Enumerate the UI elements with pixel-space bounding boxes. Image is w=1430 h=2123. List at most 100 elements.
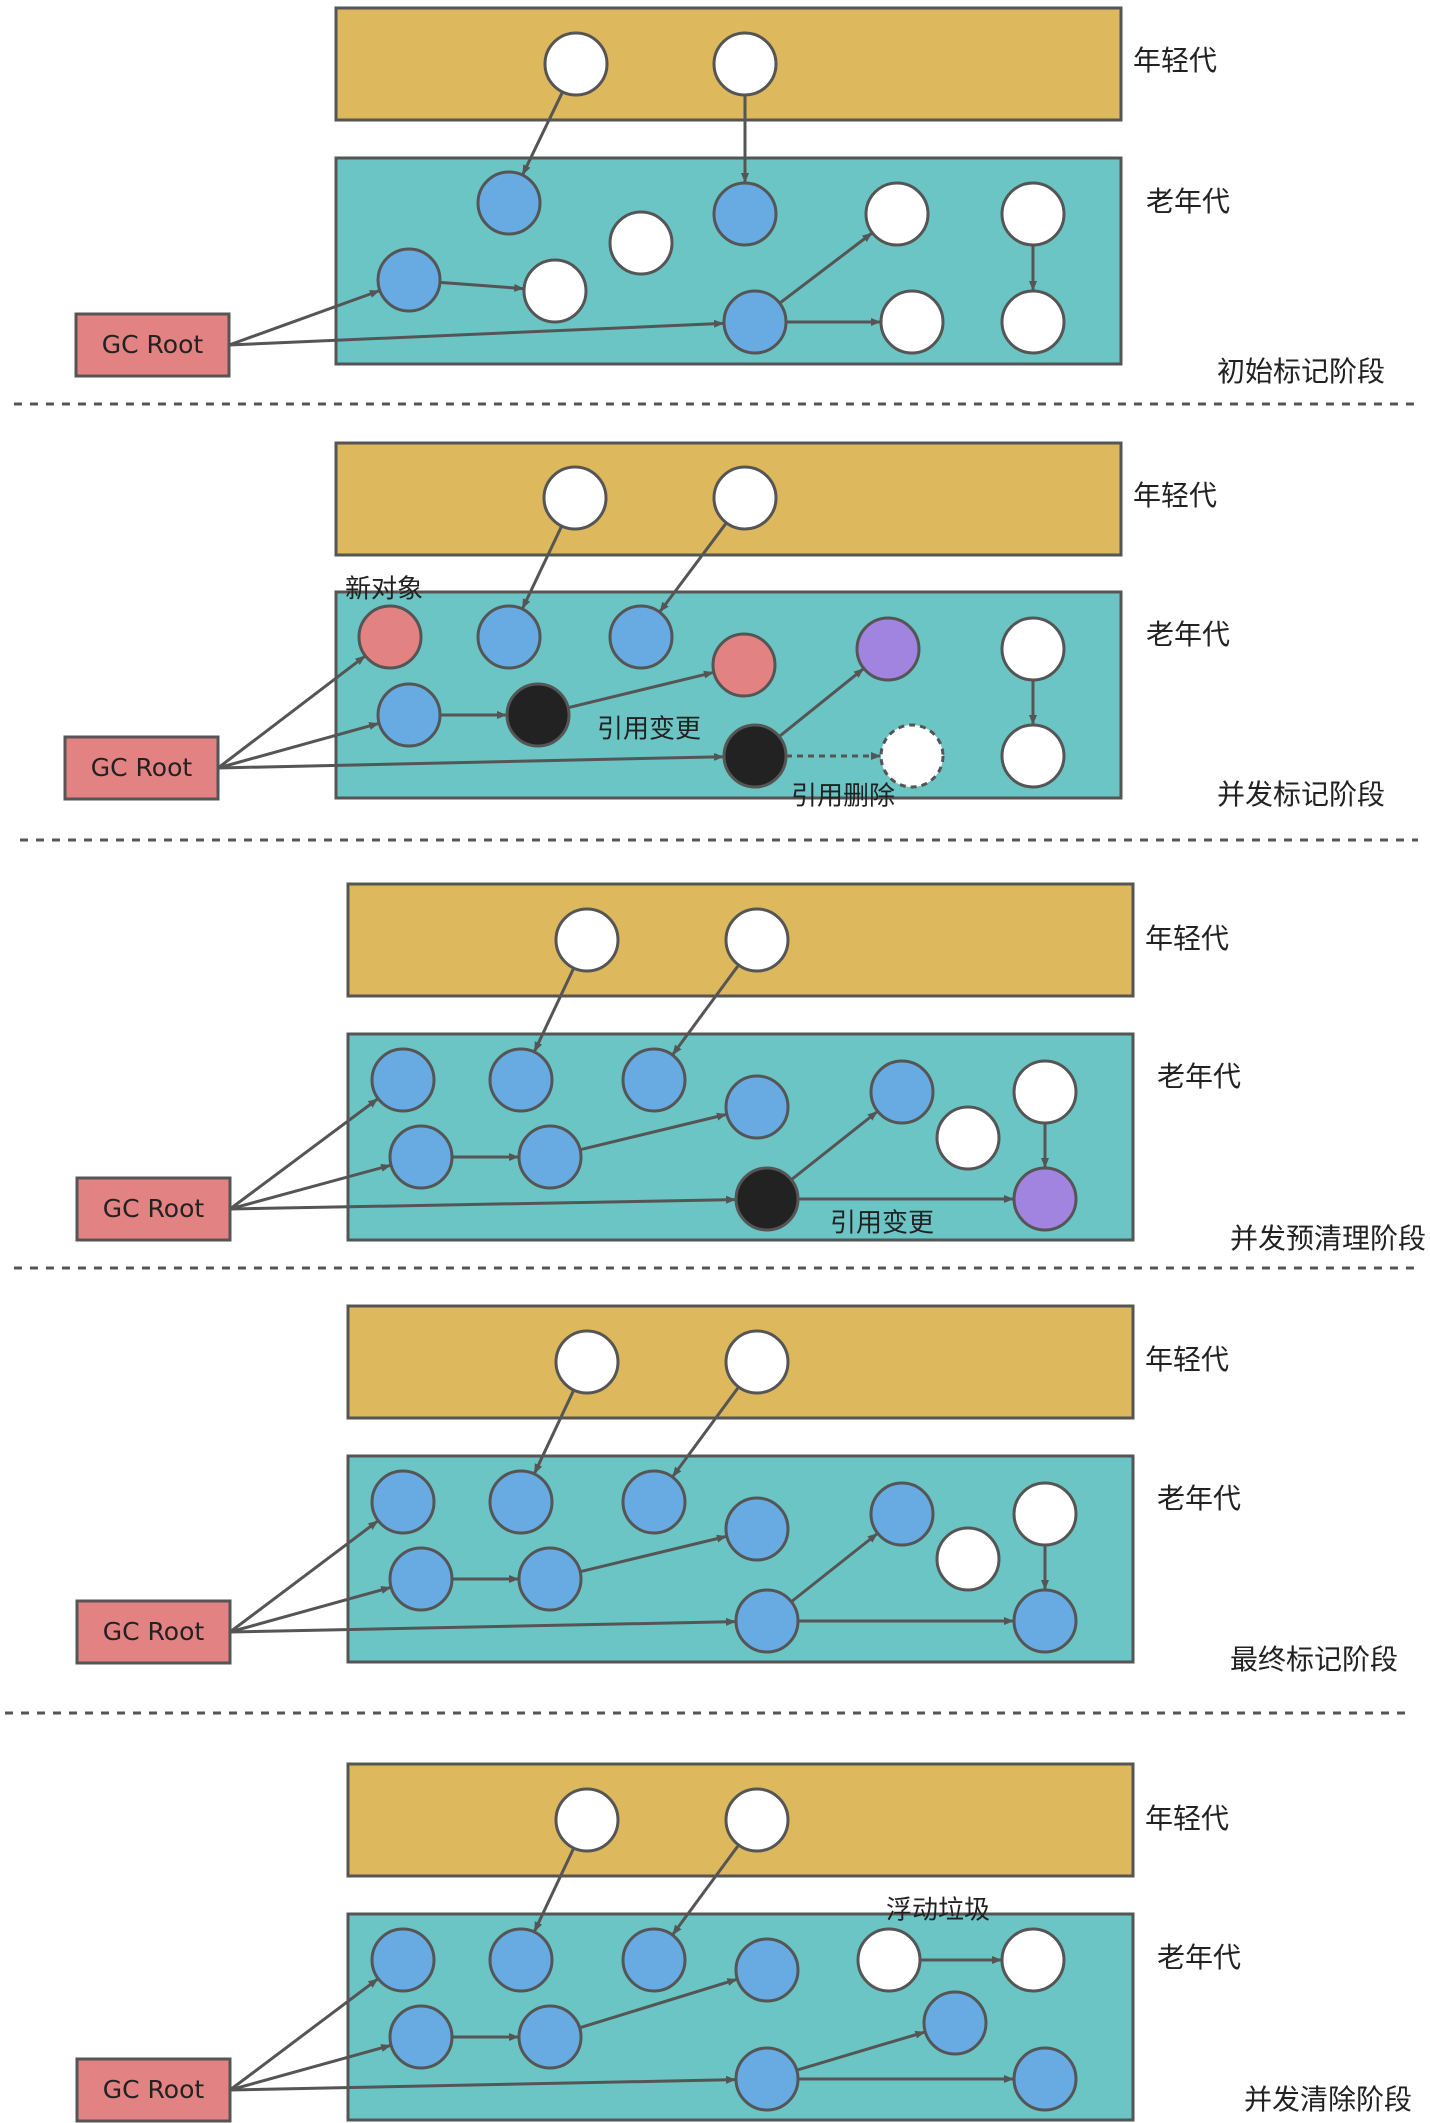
object-node-marked [517,1546,583,1612]
gc-root-box [74,312,231,378]
object-node-marked [488,1047,554,1113]
reference-arrow [579,1978,738,2030]
object-node-purple [855,616,921,682]
object-node-marked [517,1124,583,1190]
young-generation-region [346,1762,1135,1878]
object-node-black [722,723,788,789]
object-node-marked [869,1059,935,1125]
object-node-marked [621,1047,687,1113]
reference-arrow [658,521,728,613]
object-node-marked [922,1990,988,2056]
reference-arrow [533,1847,576,1932]
stage-name-label: 并发预清理阶段 [1230,1222,1426,1255]
object-node-white [935,1526,1001,1592]
object-node-white [1000,616,1066,682]
object-node-white [608,210,674,276]
object-node-marked [724,1074,790,1140]
object-node-white [554,907,620,973]
object-node-marked [376,247,442,313]
gc-root-box [63,735,220,801]
annotation-label: 引用变更 [830,1209,934,1239]
object-node-marked [734,1937,800,2003]
reference-arrow [671,964,740,1056]
object-node-white [554,1329,620,1395]
object-node-white [712,31,778,97]
reference-arrow [229,1163,392,1211]
reference-arrow [229,1195,737,1211]
young-generation-label: 年轻代 [1145,1802,1229,1835]
reference-arrow [229,2044,392,2092]
object-node-deleted [879,723,945,789]
object-node-marked [724,1496,790,1562]
reference-arrow [228,289,380,347]
gc-root-label: GC Root [103,1617,205,1646]
object-node-white [935,1105,1001,1171]
object-node-marked [517,2004,583,2070]
object-node-marked [621,1469,687,1535]
object-node-marked [621,1927,687,1993]
object-node-white [864,181,930,247]
reference-arrow [790,1532,878,1603]
reference-arrow [229,1978,379,2092]
object-node-new [711,632,777,698]
object-node-marked [712,181,778,247]
object-node-marked [388,1124,454,1190]
reference-arrow [579,1112,727,1152]
reference-arrow [521,525,564,609]
gc-root-box [75,1599,232,1665]
object-node-white [542,465,608,531]
object-node-marked [388,2004,454,2070]
reference-arrow [533,967,576,1052]
reference-arrow [439,280,525,292]
object-node-new [357,604,423,670]
object-node-marked [370,1927,436,1993]
young-generation-label: 年轻代 [1145,922,1229,955]
reference-arrow [217,722,380,770]
reference-arrow [229,1097,379,1211]
reference-arrow [796,2030,926,2072]
stage-name-label: 最终标记阶段 [1230,1643,1398,1676]
reference-arrow [217,655,366,770]
object-node-white [554,1787,620,1853]
object-node-marked [476,604,542,670]
object-node-white [724,1329,790,1395]
reference-arrow [778,232,873,305]
object-node-white [522,258,588,324]
reference-arrow [229,1520,379,1634]
reference-arrow [778,667,865,738]
object-node-marked [734,2046,800,2112]
young-generation-label: 年轻代 [1145,1343,1229,1376]
object-node-white [879,289,945,355]
object-node-white [1012,1059,1078,1125]
object-node-purple [1012,1166,1078,1232]
reference-arrow [229,1586,392,1634]
object-node-marked [388,1546,454,1612]
object-node-white [712,465,778,531]
stage-name-label: 初始标记阶段 [1217,355,1385,388]
old-generation-label: 老年代 [1157,1482,1241,1515]
object-node-white [724,907,790,973]
annotation-label: 引用删除 [791,782,895,812]
gc-root-label: GC Root [103,1194,205,1223]
reference-arrow [579,1534,727,1574]
object-node-marked [1012,1588,1078,1654]
reference-arrow [521,91,564,176]
reference-arrow [671,1844,740,1936]
annotation-label: 浮动垃圾 [886,1896,990,1926]
reference-arrow [567,670,714,710]
annotation-label: 新对象 [345,575,423,605]
stage-name-label: 并发清除阶段 [1244,2083,1412,2116]
reference-arrow [671,1386,740,1478]
old-generation-label: 老年代 [1157,1941,1241,1974]
object-node-marked [488,1927,554,1993]
object-node-marked [608,604,674,670]
reference-arrow [229,2075,737,2092]
object-node-marked [370,1047,436,1113]
young-generation-label: 年轻代 [1133,479,1217,512]
reference-arrow [790,1110,878,1181]
gc-root-label: GC Root [102,330,204,359]
